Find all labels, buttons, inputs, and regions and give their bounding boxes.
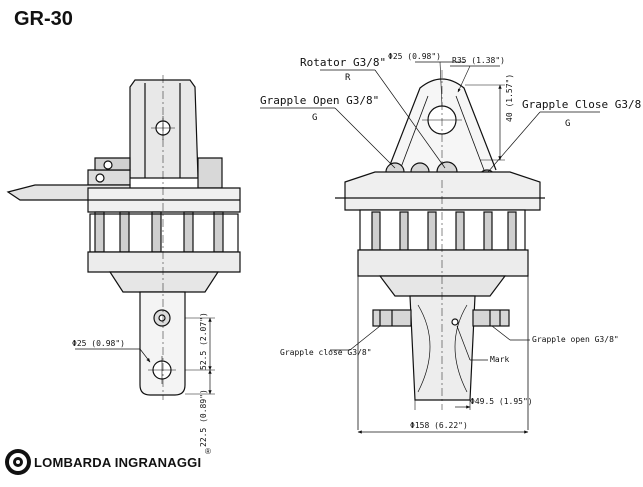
side-view (6, 75, 241, 400)
gear-logo-icon (5, 449, 31, 475)
label-mark: Mark (490, 355, 509, 364)
dim-hole-diameter: Φ25 (0.98") (388, 52, 441, 61)
dim-shaft-diameter: Φ49.5 (1.95") (470, 397, 533, 406)
label-grapple-close-top: Grapple Close G3/8" (522, 98, 643, 111)
dim-height: 40 (1.57") (505, 74, 514, 122)
brand-name: LOMBARDA INGRANAGGI (34, 455, 202, 470)
dim-radius: R35 (1.38") (452, 56, 505, 65)
symbol-grapple-open: G (312, 113, 317, 123)
symbol-grapple-close: G (565, 119, 570, 129)
dim-pin-diameter: Φ25 (0.98") (72, 339, 125, 348)
label-rotator: Rotator G3/8" (300, 56, 386, 69)
registered-mark: ® (205, 447, 211, 456)
dim-vertical-52-5: 52.5 (2.07") (199, 312, 208, 370)
label-grapple-open-top: Grapple Open G3/8" (260, 94, 379, 107)
label-grapple-close-bottom: Grapple close G3/8" (280, 348, 372, 357)
symbol-rotator: R (345, 73, 351, 83)
label-grapple-open-bottom: Grapple open G3/8" (532, 335, 619, 344)
page-title: GR-30 (14, 8, 73, 30)
front-view (260, 61, 600, 434)
dim-vertical-22-5: 22.5 (0.89") (199, 389, 208, 447)
dim-body-diameter: Φ158 (6.22") (410, 421, 468, 430)
